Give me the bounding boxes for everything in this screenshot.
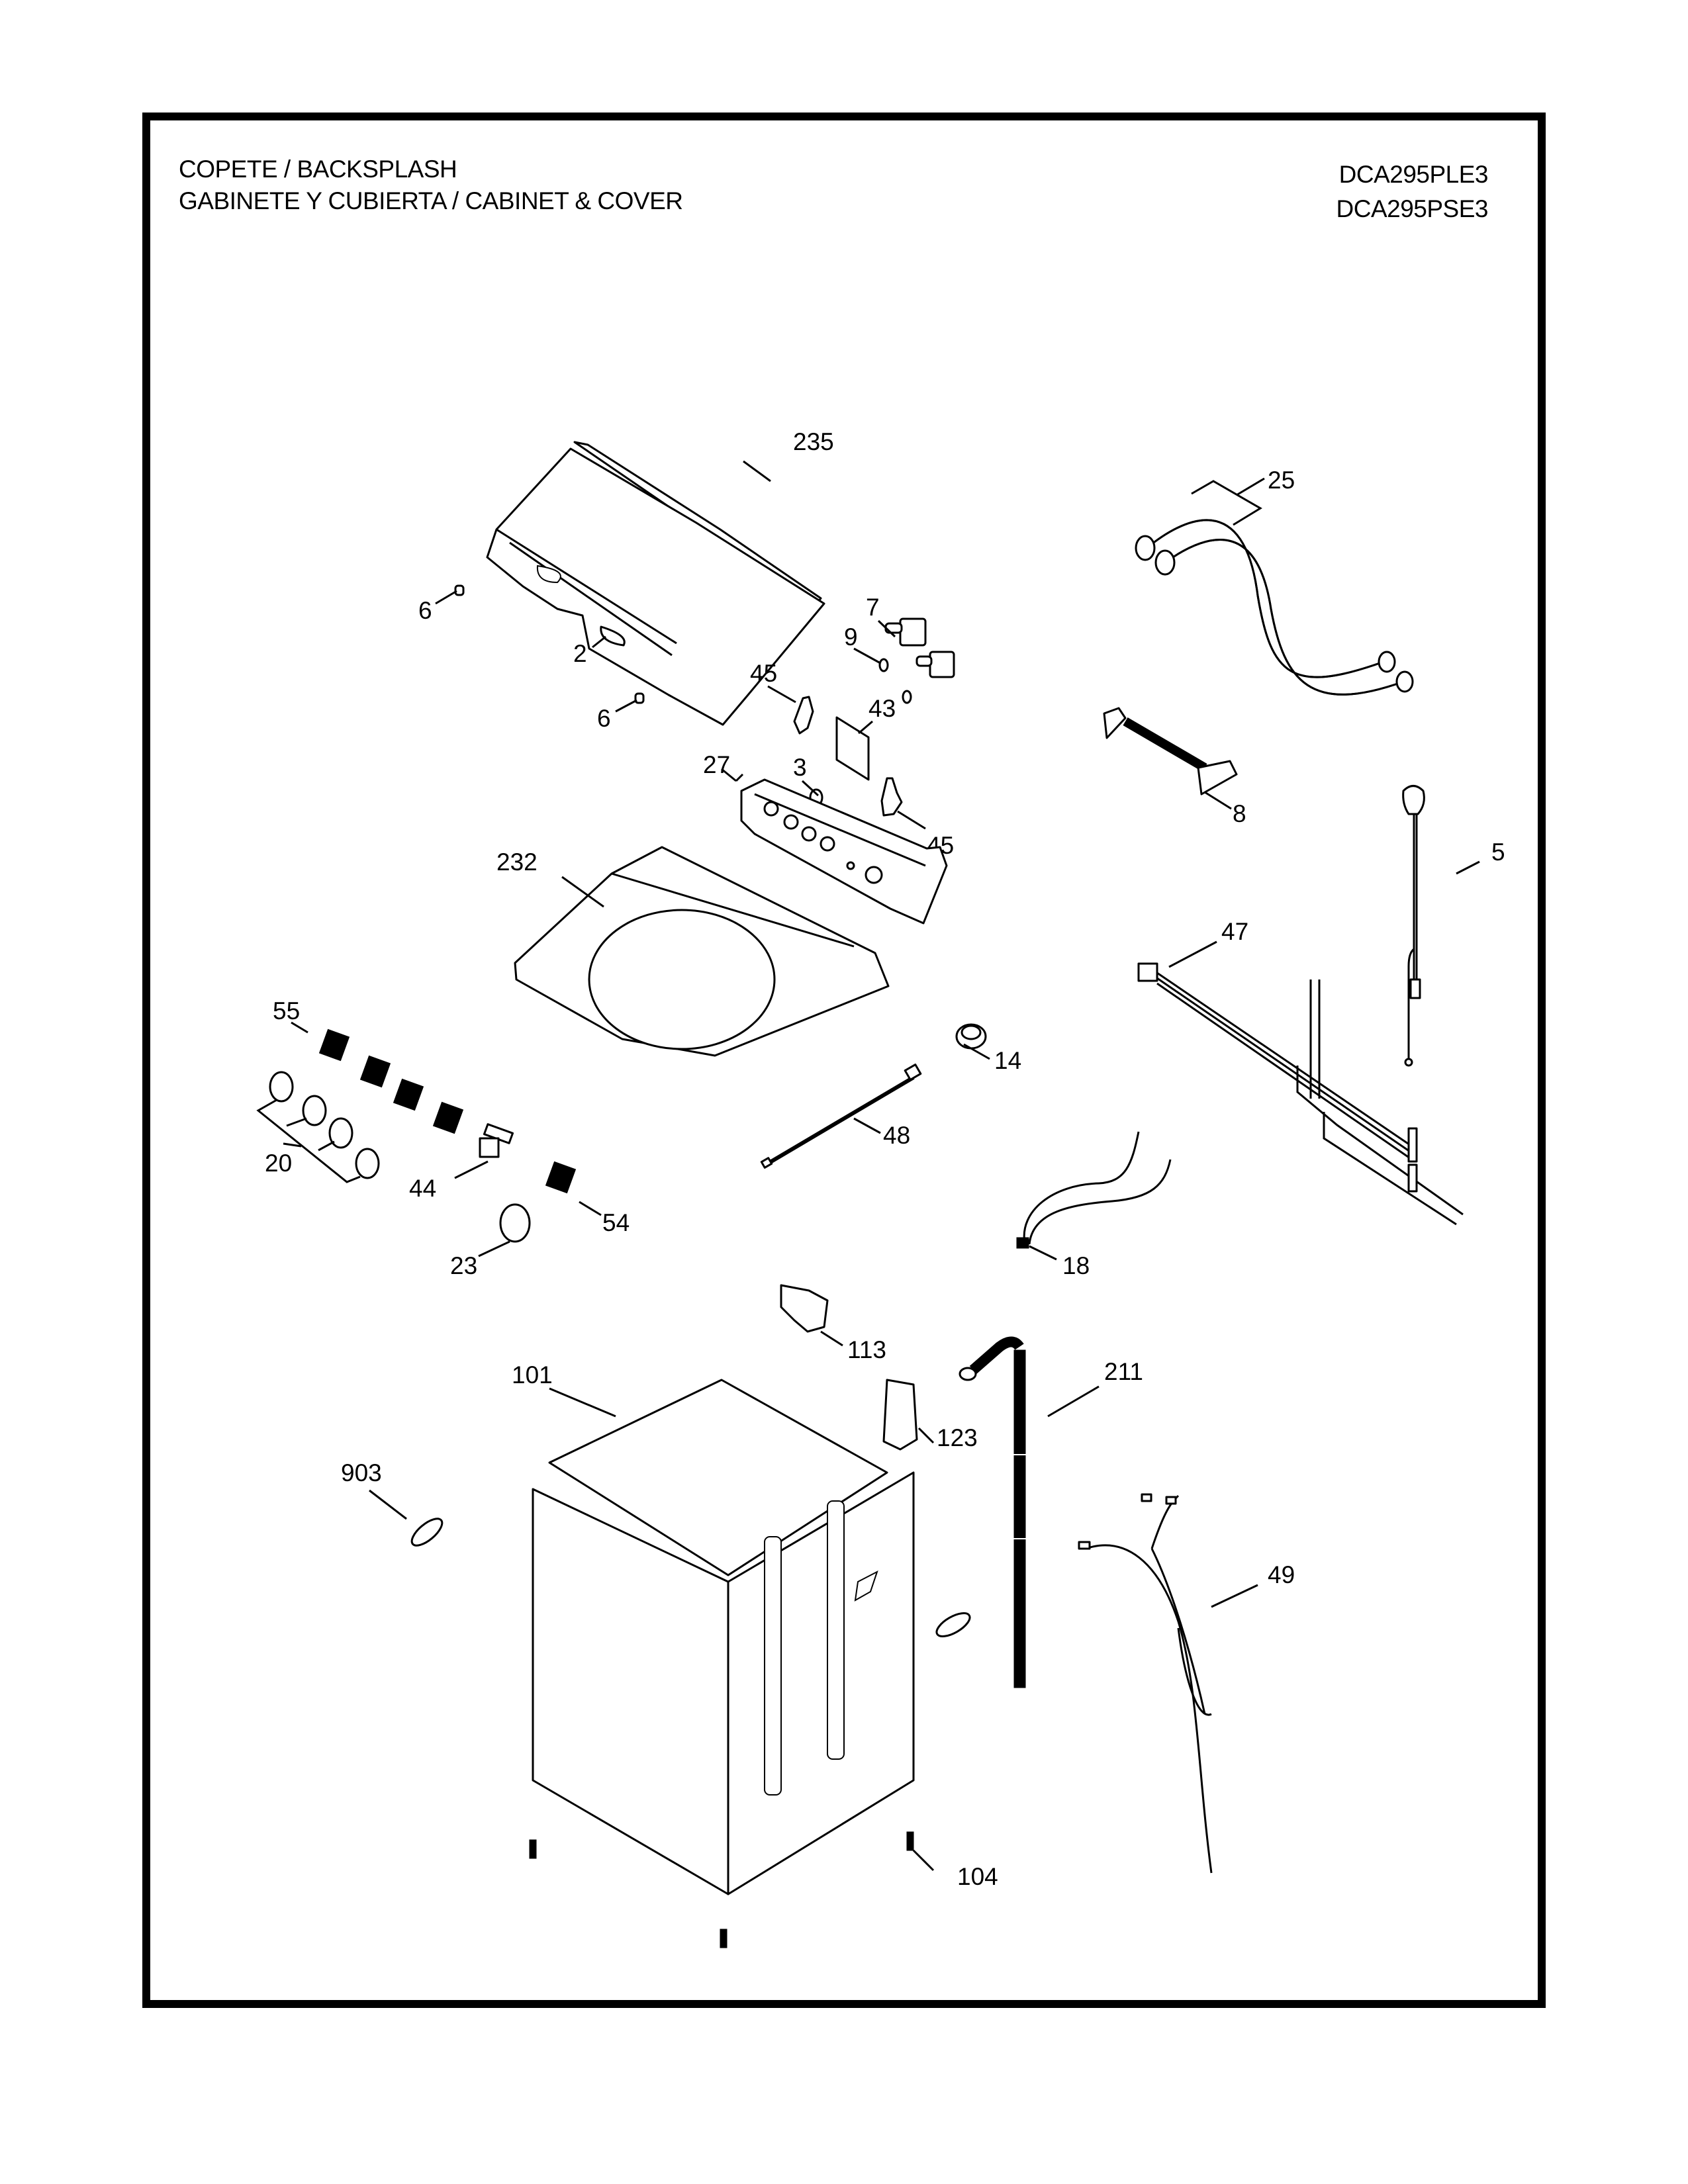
model-number: DCA295PLE3: [1338, 161, 1489, 188]
callout-20: 20: [265, 1150, 292, 1177]
callout-14: 14: [994, 1047, 1021, 1074]
callout-45: 45: [750, 660, 777, 687]
part-push-switch: [479, 1123, 514, 1158]
part-pressure-switch: [955, 1023, 987, 1050]
callout-9: 9: [844, 623, 858, 651]
callout-27: 27: [703, 751, 730, 778]
part-bracket: [793, 696, 903, 817]
part-control-board: [835, 716, 870, 781]
part-hole-plug: [410, 1518, 971, 1637]
part-leveling-leg: [529, 1831, 914, 1948]
part-timer-knob: [499, 1203, 531, 1243]
part-hose-bracket: [882, 1379, 918, 1451]
callout-44: 44: [409, 1175, 436, 1202]
callout-113: 113: [847, 1336, 886, 1363]
part-inlet-valve: [884, 617, 955, 678]
part-wire-jumper: [760, 1064, 922, 1169]
part-screw-6: [454, 584, 645, 704]
callout-43: 43: [868, 695, 896, 722]
part-top-panel: [514, 846, 890, 1057]
section-title-cabinet-cover: GABINETE Y CUBIERTA / CABINET & COVER: [179, 187, 683, 214]
callout-211: 211: [1104, 1358, 1143, 1385]
callout-6: 6: [418, 597, 432, 624]
callout-2: 2: [573, 640, 587, 667]
diagram-frame: [142, 113, 1546, 2008]
part-lid-switch: [545, 1161, 577, 1194]
callout-104: 104: [957, 1863, 998, 1890]
callout-232: 232: [496, 848, 538, 876]
callout-54: 54: [602, 1209, 630, 1236]
part-dispenser-hose: [1103, 707, 1238, 796]
callout-48: 48: [883, 1122, 910, 1149]
part-inlet-hoses: [1135, 477, 1414, 696]
callout-235: 235: [793, 428, 834, 455]
callout-6: 6: [597, 705, 611, 732]
callout-903: 903: [341, 1459, 382, 1486]
callout-47: 47: [1221, 918, 1248, 945]
callout-18: 18: [1062, 1252, 1090, 1279]
part-control-console: [740, 778, 948, 925]
callout-101: 101: [512, 1361, 553, 1388]
part-drain-hose: [959, 1336, 1027, 1688]
part-wire-assembly: [1016, 1131, 1172, 1249]
callout-5: 5: [1491, 839, 1505, 866]
part-cabinet: [532, 1379, 915, 1895]
callout-123: 123: [937, 1424, 978, 1451]
part-power-cord: [1402, 785, 1425, 1067]
callout-8: 8: [1233, 800, 1246, 827]
part-badge: [600, 625, 626, 647]
part-wire-harness: [1078, 1493, 1213, 1874]
part-knob: [269, 1071, 380, 1179]
part-main-wire-harness: [1137, 962, 1464, 1226]
callout-25: 25: [1268, 467, 1295, 494]
callout-23: 23: [450, 1252, 477, 1279]
callout-7: 7: [866, 594, 880, 621]
part-washer: [878, 658, 912, 704]
callout-49: 49: [1268, 1561, 1295, 1588]
part-selector-switch: [318, 1028, 464, 1134]
callout-55: 55: [273, 997, 300, 1024]
callout-3: 3: [793, 754, 807, 781]
model-number: DCA295PSE3: [1336, 195, 1489, 222]
part-lid: [486, 441, 825, 726]
part-lid-lock: [780, 1284, 829, 1333]
section-title-backsplash: COPETE / BACKSPLASH: [179, 156, 457, 183]
